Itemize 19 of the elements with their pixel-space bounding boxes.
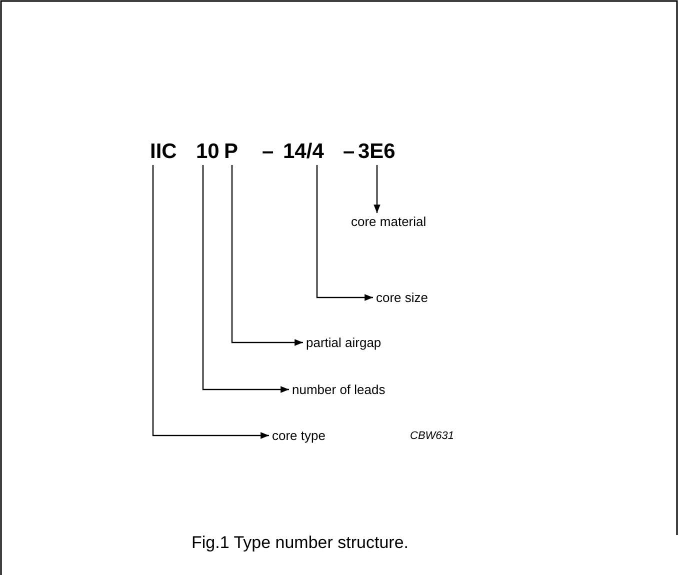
figure-caption: Fig.1 Type number structure. — [190, 533, 410, 553]
leader-arrow — [202, 165, 289, 393]
part-description: core size — [376, 290, 428, 305]
type-code-part: 10 — [196, 141, 220, 163]
separator-dash: – — [262, 141, 274, 163]
type-code-part: IIC — [150, 141, 177, 163]
separator-dash: – — [343, 141, 355, 163]
part-description: number of leads — [292, 382, 386, 397]
type-code-part: 3E6 — [358, 141, 396, 163]
figure-code: CBW631 — [410, 429, 454, 444]
type-code-part: P — [224, 141, 238, 163]
part-description: partial airgap — [306, 335, 382, 350]
part-description: core material — [351, 214, 426, 229]
leader-arrow — [152, 165, 269, 439]
part-description: core type — [272, 428, 326, 443]
type-code-part: 14/4 — [283, 141, 324, 163]
leader-arrow — [316, 165, 373, 301]
leader-arrow — [374, 165, 380, 213]
leader-arrow — [231, 165, 303, 346]
